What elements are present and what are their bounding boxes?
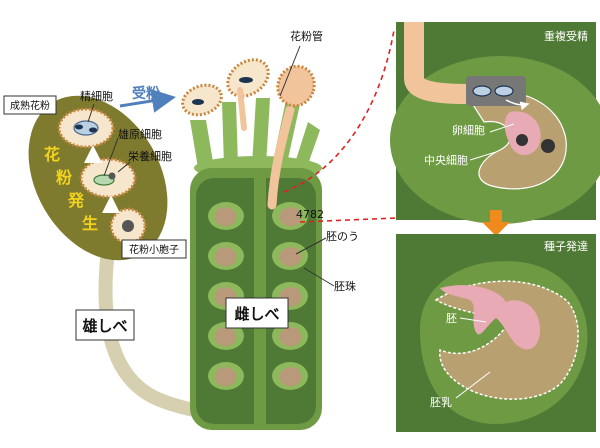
endosperm-label: 胚乳 xyxy=(430,396,452,409)
ovule-leader xyxy=(303,267,335,287)
ovule-label: 胚珠 xyxy=(334,279,356,293)
embryo-sac-leader xyxy=(295,237,327,255)
sperm-cell-leader xyxy=(87,103,95,123)
pollen-development-char-1: 花 xyxy=(44,145,60,164)
central-cell-leader xyxy=(469,151,497,161)
pollen-development-char-4: 生 xyxy=(82,214,98,233)
pollen-on-stigma-3 xyxy=(276,64,316,108)
egg-cell-leader xyxy=(489,123,515,133)
pistil-label: 雌しべ xyxy=(234,305,279,323)
generative-cell-leader xyxy=(103,137,119,177)
development-arrow xyxy=(482,210,510,236)
stamen-filament xyxy=(98,243,212,419)
double-fertilization-label: 重複受精 xyxy=(544,29,588,43)
mature-pollen-box xyxy=(3,95,57,115)
egg-cell xyxy=(504,111,541,156)
pollination-label: 受粉 xyxy=(132,85,160,102)
microspore-label: 花粉小胞子 xyxy=(129,243,179,256)
pollen-on-stigma-2 xyxy=(226,58,270,131)
stamen-box xyxy=(75,309,135,341)
zoom-line-lower xyxy=(299,217,397,223)
embryo-shape xyxy=(440,285,540,350)
pistil-box xyxy=(225,297,289,329)
central-nucleus xyxy=(541,139,555,153)
embryo-label: 胚 xyxy=(446,312,457,325)
embryo-sac-label: 胚のう xyxy=(326,230,359,243)
number-tag: 4782 xyxy=(296,208,324,221)
sperm-1 xyxy=(472,85,492,97)
seed-development-label: 種子発達 xyxy=(544,239,588,253)
sperm-cell-label: 精細胞 xyxy=(80,90,113,103)
vegetative-cell-leader xyxy=(117,161,131,173)
ovules-left xyxy=(208,202,244,390)
vegetative-cell-label: 栄養細胞 xyxy=(128,149,172,163)
pollen-development-char-2: 粉 xyxy=(56,168,72,187)
pollen-tube-in-style xyxy=(267,105,295,210)
mature-pollen-label: 成熟花粉 xyxy=(10,99,50,112)
pollen-on-stigma-1 xyxy=(181,83,223,117)
embryo-leader xyxy=(459,317,487,323)
zoom-line-upper xyxy=(283,29,395,193)
central-cell-label: 中央細胞 xyxy=(424,154,468,167)
stamen-label: 雄しべ xyxy=(81,317,127,335)
sperm-2 xyxy=(494,85,514,97)
egg-cell-label: 卵細胞 xyxy=(452,124,485,137)
pollination-arrow xyxy=(119,88,176,113)
pollen-tube-label: 花粉管 xyxy=(290,29,323,43)
microspore xyxy=(109,207,147,245)
pollen-tube-leader xyxy=(279,45,301,97)
egg-nucleus xyxy=(516,134,528,146)
pollen-grain-mature xyxy=(57,107,115,149)
generative-cell-label: 雄原細胞 xyxy=(118,127,162,141)
microspore-box xyxy=(121,239,187,259)
pollen-development-char-3: 発 xyxy=(67,191,85,210)
sperm-arrow xyxy=(505,99,530,111)
pollen-tube-inset xyxy=(404,22,467,104)
endosperm-leader xyxy=(455,371,491,399)
